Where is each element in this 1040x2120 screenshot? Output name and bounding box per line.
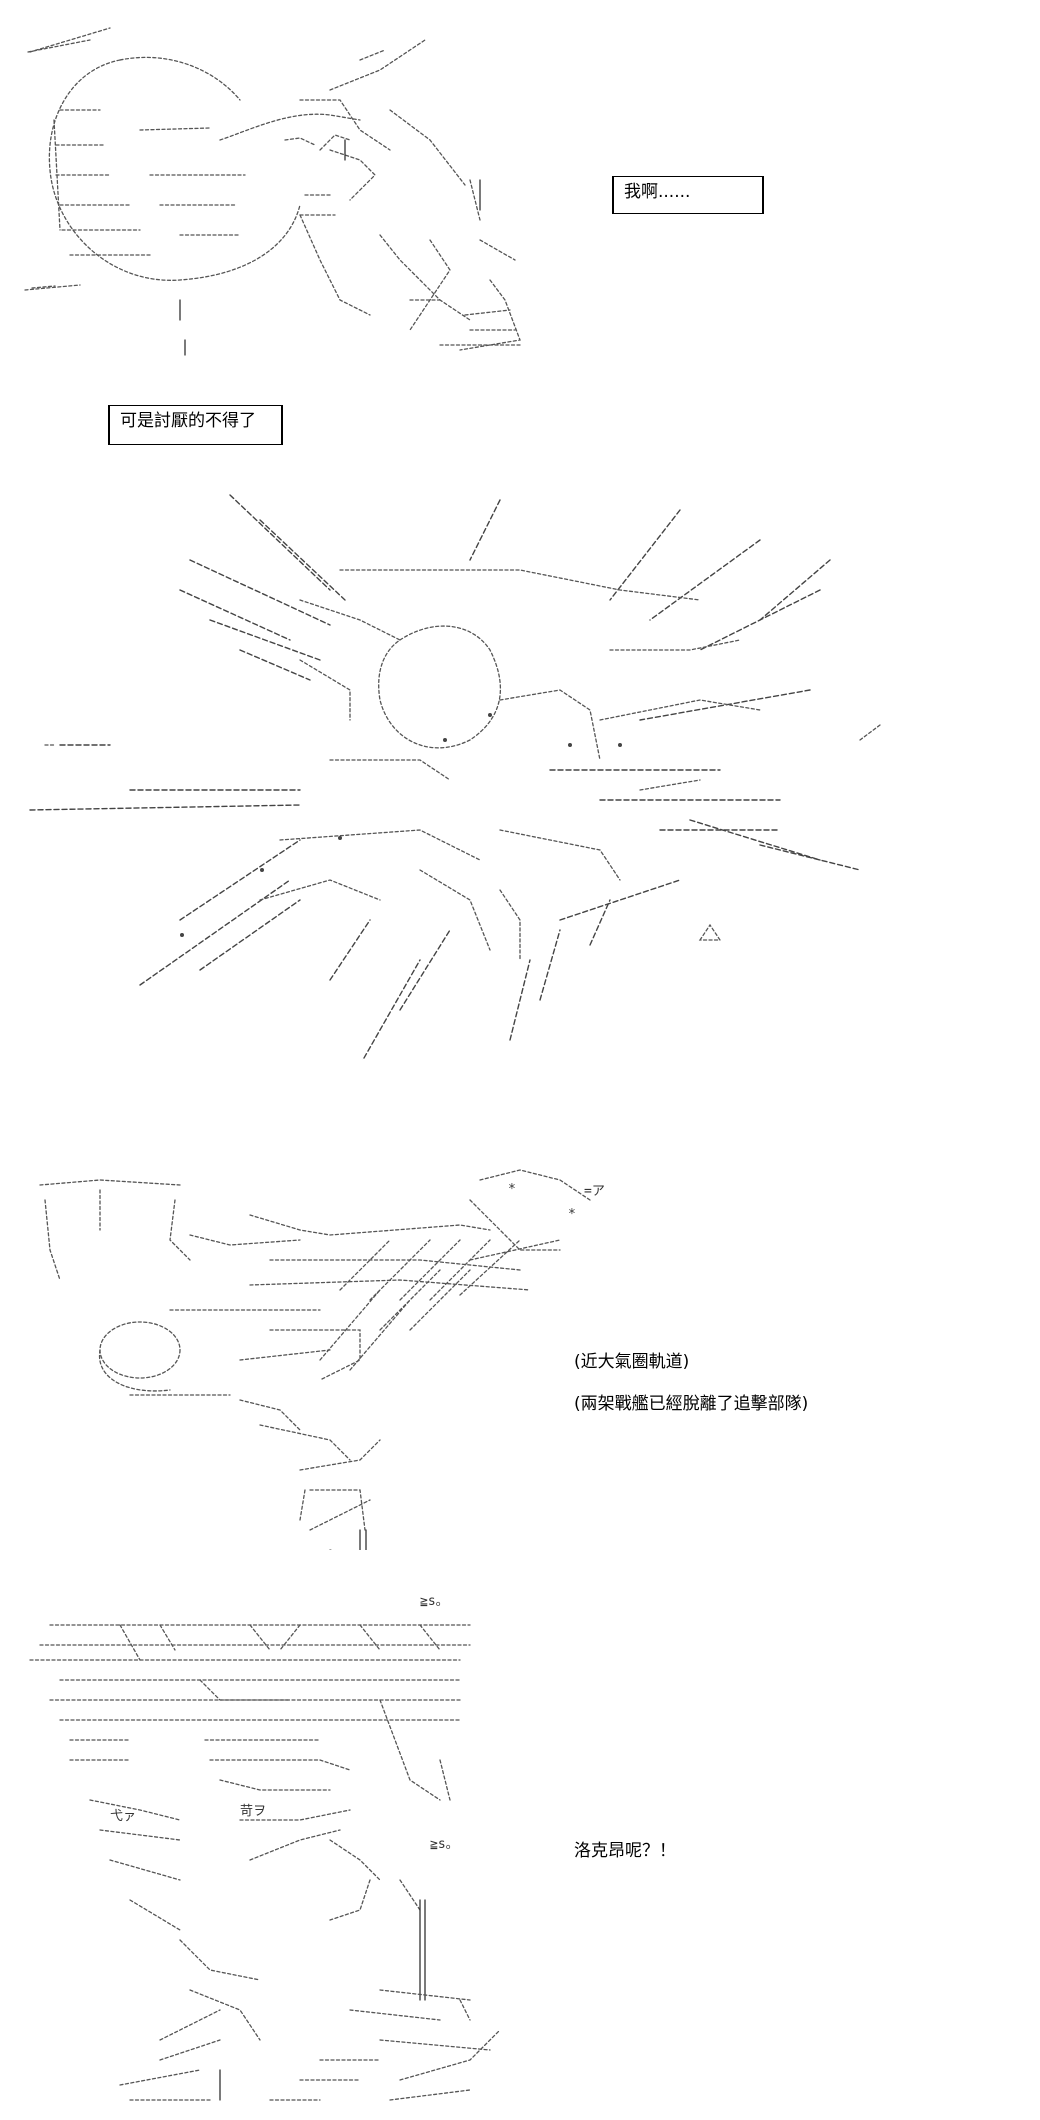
speed-dashes <box>27 39 91 289</box>
svg-text:*: * <box>508 1182 516 1197</box>
figure-face-details <box>179 134 481 356</box>
globe-shading <box>55 109 246 256</box>
face-outline <box>199 1679 421 1921</box>
explosion-dots <box>180 713 622 937</box>
ship-panel-stripes <box>319 1239 521 1371</box>
speech-text-2: 可是討厭的不得了 <box>120 411 256 431</box>
suit-outline <box>269 1899 501 2101</box>
figure-shading <box>299 194 516 331</box>
svg-text:≧s。: ≧s。 <box>430 1837 459 1852</box>
speech-bubble-2: 可是討厭的不得了 <box>108 405 283 445</box>
speech-text-1: 我啊...... <box>624 182 691 202</box>
ship-tail <box>259 1424 381 1550</box>
ascii-art-panel-3 <box>29 494 881 1060</box>
ship-hull <box>39 1169 591 1381</box>
explosion-rays <box>29 494 861 1060</box>
ascii-art-panel-5: ≧s。 苛ヲ ≧s。 弋ァ <box>29 1594 501 2101</box>
svg-text:≧s。: ≧s。 <box>420 1594 449 1609</box>
ascii-art-panel-1 <box>24 27 521 356</box>
svg-text:=ア: =ア <box>584 1184 605 1199</box>
figure-outline <box>219 39 521 351</box>
explosion-marks <box>44 724 881 941</box>
globe-outline <box>24 27 301 291</box>
svg-text:苛ヲ: 苛ヲ <box>240 1804 266 1819</box>
speech-text-5: 洛克昂呢？！ <box>574 1841 676 1861</box>
svg-text:弋ァ: 弋ァ <box>110 1809 136 1824</box>
explosion-core <box>259 569 761 961</box>
caption-2: (兩架戰艦已經脫離了追擊部隊) <box>574 1394 809 1414</box>
hair-strands <box>29 1624 471 1801</box>
speech-bubble-1: 我啊...... <box>612 176 764 214</box>
ship-glyphs: * * =ア <box>508 1182 605 1222</box>
panel-5-glyphs: ≧s。 苛ヲ ≧s。 弋ァ <box>110 1594 459 1852</box>
collar-outline <box>89 1799 261 2101</box>
ship-engine <box>98 1321 301 1431</box>
ascii-art-panel-4: * * =ア <box>39 1169 605 1550</box>
caption-1: (近大氣圈軌道) <box>574 1352 690 1372</box>
svg-text:*: * <box>568 1207 576 1222</box>
